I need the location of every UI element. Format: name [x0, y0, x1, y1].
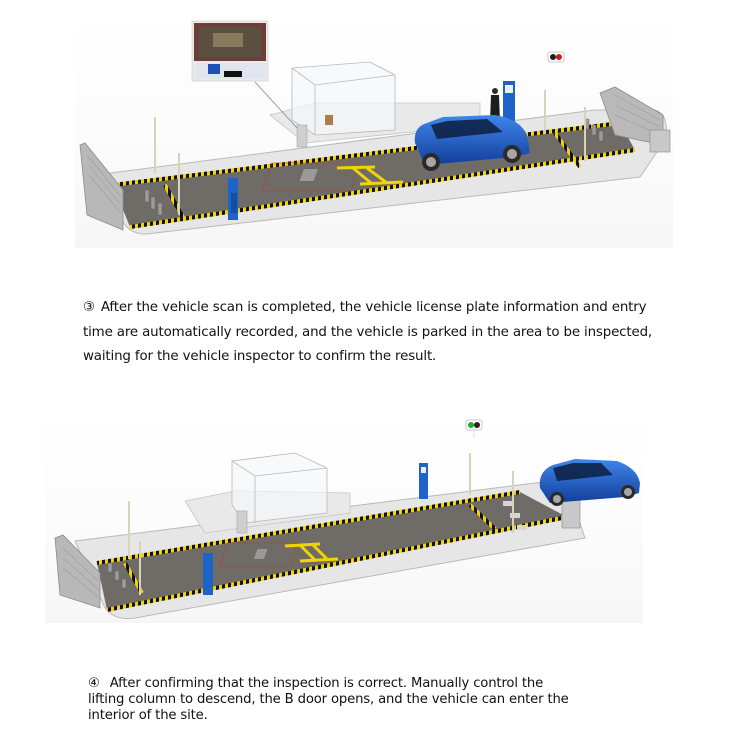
step-number-3: ③: [83, 300, 95, 315]
fence-gate-a: [79, 142, 124, 231]
traffic-signal: [547, 51, 565, 63]
traffic-signal: [465, 419, 483, 438]
door-b-open: [561, 499, 581, 529]
lowered-column-pads: [503, 501, 527, 530]
caption-line: waiting for the vehicle inspector to con…: [83, 349, 437, 364]
step-number-4: ④: [88, 676, 100, 691]
fence-gate-b: [599, 86, 671, 153]
caption-line: lifting column to descend, the B door op…: [88, 692, 569, 707]
caption-line: interior of the site.: [88, 708, 208, 723]
vehicle-blue-suv: [539, 459, 640, 506]
caption-line: time are automatically recorded, and the…: [83, 324, 653, 340]
security-booth: [231, 452, 328, 534]
figure-step-3-illustration: [75, 15, 673, 248]
kiosk-front: [228, 178, 238, 220]
lamp-posts: [128, 453, 514, 595]
lifting-columns: [144, 118, 604, 216]
chassis-scan-inset: [191, 20, 269, 82]
fence-gate-a: [54, 534, 101, 609]
security-booth: [291, 61, 396, 148]
lifting-columns: [107, 562, 127, 589]
vehicle-blue-suv: [414, 115, 530, 171]
lamp-posts: [154, 90, 586, 215]
kiosk-rear: [419, 463, 428, 499]
figure-step-4-illustration: [45, 413, 643, 623]
kiosk-front: [203, 553, 213, 595]
